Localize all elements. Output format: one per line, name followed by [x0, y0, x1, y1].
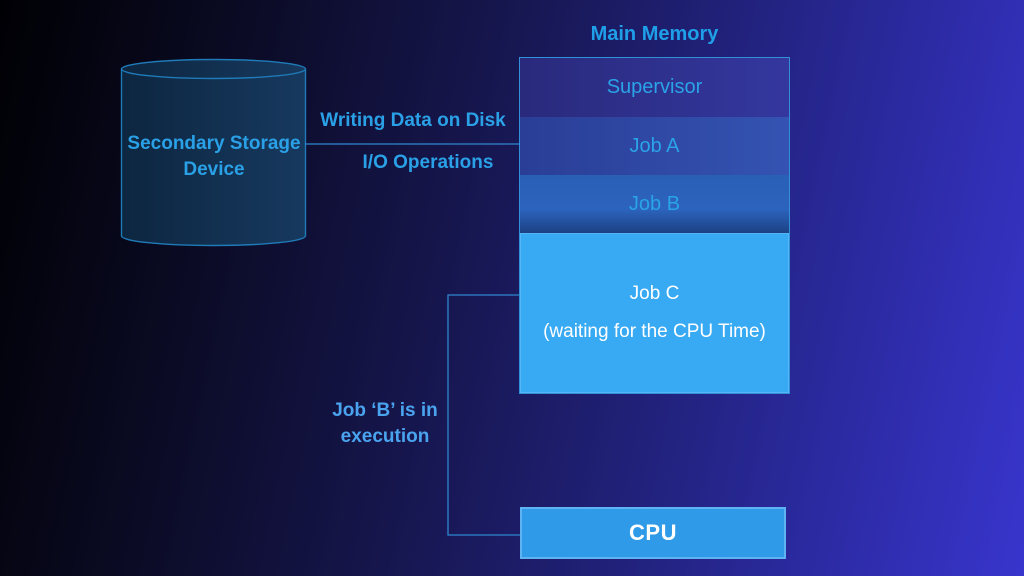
memory-section-job-b: Job B [520, 175, 789, 233]
cpu-label: CPU [629, 520, 677, 545]
job-b-execution-label: Job ‘B’ is in execution [332, 400, 438, 447]
cpu-box: CPU [520, 507, 786, 559]
execution-connector-line [447, 294, 520, 536]
job-c-sublabel: (waiting for the CPU Time) [543, 321, 766, 342]
main-memory-title: Main Memory [590, 23, 719, 45]
io-operations-label: I/O Operations [362, 152, 494, 173]
memory-section-job-a: Job A [520, 117, 789, 175]
memory-section-supervisor: Supervisor [520, 58, 789, 117]
storage-device-label: Secondary Storage Device [127, 133, 301, 180]
supervisor-label: Supervisor [606, 76, 703, 98]
storage-cylinder-shape [120, 58, 307, 247]
job-c-label: Job C [629, 283, 680, 304]
writing-data-label: Writing Data on Disk [320, 110, 506, 131]
job-a-label: Job A [629, 134, 680, 157]
main-memory-box: Supervisor Job A Job B Job C (waiting fo… [519, 57, 790, 394]
memory-section-job-c: Job C (waiting for the CPU Time) [520, 233, 789, 393]
job-b-label: Job B [628, 192, 681, 215]
